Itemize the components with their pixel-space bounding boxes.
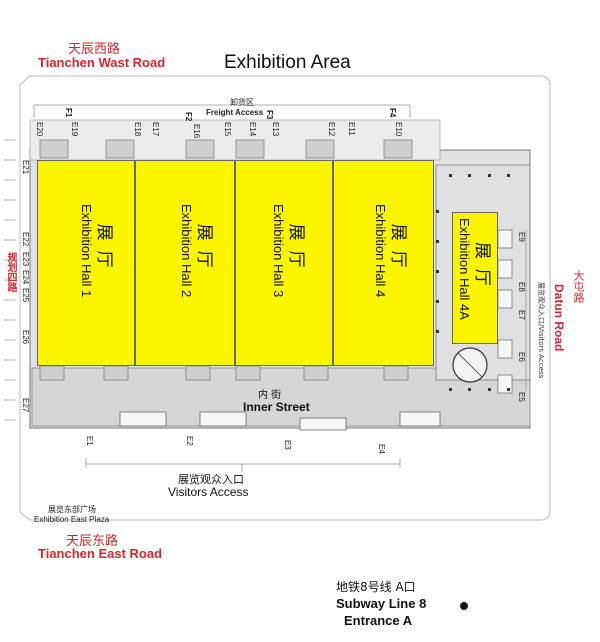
visitors-access-cn: 展览观众入口 bbox=[178, 473, 244, 486]
gate-e4: E4 bbox=[377, 444, 386, 454]
inner-street-en: Inner Street bbox=[243, 400, 310, 414]
gate-f4: F4 bbox=[388, 108, 397, 118]
east-road-cn: 天辰东路 bbox=[66, 534, 119, 549]
gate-e1: E1 bbox=[85, 436, 94, 446]
east-plaza-en: Exhibition East Plaza bbox=[34, 515, 110, 524]
exhibition-hall-4a[interactable] bbox=[452, 212, 498, 344]
visitors-access-en: Visitors Access bbox=[168, 485, 249, 499]
gate-e10: E10 bbox=[394, 122, 403, 137]
gate-e27: E27 bbox=[21, 398, 30, 413]
hall-2-label: 展厅 Exhibition Hall 2 bbox=[179, 204, 214, 298]
gate-e14: E14 bbox=[248, 122, 257, 137]
exhibition-hall-2[interactable] bbox=[135, 160, 235, 366]
exhibition-hall-1[interactable] bbox=[37, 160, 135, 366]
gate-e7: E7 bbox=[517, 310, 526, 320]
east-plaza-cn: 展览东部广场 bbox=[48, 505, 96, 514]
inner-street-cn: 内 街 bbox=[258, 390, 282, 401]
gate-e5: E5 bbox=[517, 392, 526, 402]
gate-e19: E19 bbox=[70, 122, 79, 137]
west-road-en: Tianchen Wast Road bbox=[38, 55, 166, 70]
gate-e24: E24 bbox=[21, 270, 30, 285]
gate-e21: E21 bbox=[21, 160, 30, 175]
gate-e12: E12 bbox=[327, 122, 336, 137]
gate-e22: E22 bbox=[21, 232, 30, 247]
right-road-en: Datun Road bbox=[552, 284, 566, 352]
gate-f3: F3 bbox=[265, 110, 274, 120]
gate-e18: E18 bbox=[133, 122, 142, 137]
gate-e15: E15 bbox=[223, 122, 232, 137]
gate-e9: E9 bbox=[517, 232, 526, 242]
map-title: Exhibition Area bbox=[224, 52, 351, 73]
gate-e20: E20 bbox=[35, 122, 44, 137]
exhibition-hall-3[interactable] bbox=[235, 160, 333, 366]
subway-cn: 地铁8号线 A口 bbox=[336, 580, 416, 594]
gate-e17: E17 bbox=[151, 122, 160, 137]
freight-access-en: Freight Access bbox=[206, 108, 264, 117]
gate-e25: E25 bbox=[21, 288, 30, 303]
exhibition-hall-4[interactable] bbox=[333, 160, 434, 366]
gate-e11: E11 bbox=[347, 122, 356, 136]
gate-e8: E8 bbox=[517, 282, 526, 292]
hall-4-label: 展厅 Exhibition Hall 4 bbox=[373, 204, 408, 298]
gate-e16: E16 bbox=[192, 124, 201, 139]
gate-e23: E23 bbox=[21, 252, 30, 267]
subway-line: Subway Line 8 bbox=[336, 596, 427, 611]
gate-e13: E13 bbox=[271, 122, 280, 137]
gate-e6: E6 bbox=[517, 352, 526, 362]
hall-4a-label: 展厅 Exhibition Hall 4A bbox=[457, 218, 492, 320]
freight-access-cn: 卸货区 bbox=[230, 98, 254, 107]
hall-1-label: 展厅 Exhibition Hall 1 bbox=[79, 204, 114, 298]
hall-3-label: 展厅 Exhibition Hall 3 bbox=[271, 204, 306, 298]
east-road-en: Tianchen East Road bbox=[38, 546, 163, 561]
left-road-cn: 规划四路 bbox=[5, 252, 16, 292]
gate-e2: E2 bbox=[185, 436, 194, 446]
right-road-cn: 大屯路 bbox=[572, 270, 585, 303]
gate-f1: F1 bbox=[64, 108, 73, 118]
west-road-cn: 天辰西路 bbox=[68, 42, 121, 57]
gate-e26: E26 bbox=[21, 330, 30, 345]
gate-f2: F2 bbox=[184, 112, 193, 122]
subway-dot bbox=[460, 602, 468, 610]
gate-e3: E3 bbox=[283, 440, 292, 450]
subway-entrance: Entrance A bbox=[344, 613, 413, 628]
side-visitors-access: 展览观众入口/Visitors Access bbox=[537, 282, 545, 379]
